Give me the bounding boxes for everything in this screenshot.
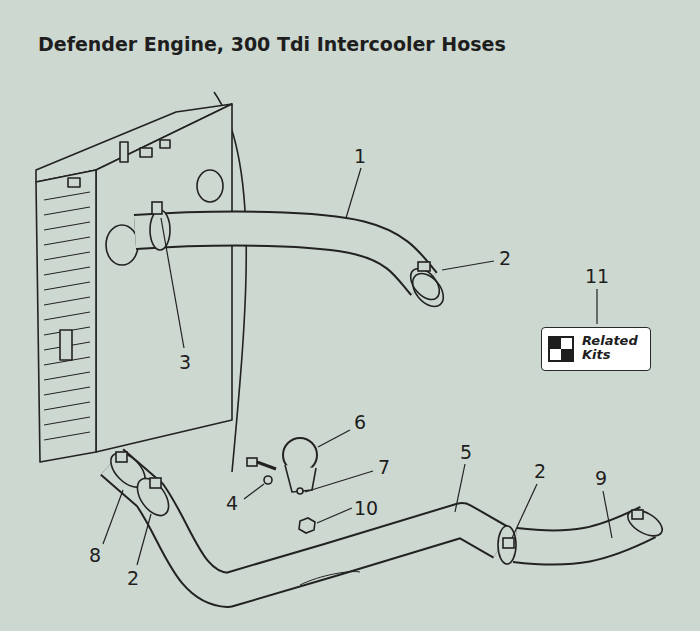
clamps xyxy=(105,202,667,564)
clamps-part xyxy=(407,268,450,313)
hoses-part xyxy=(135,229,424,284)
hoses-part xyxy=(112,462,502,590)
clamps-part xyxy=(150,210,170,250)
intercooler-part xyxy=(160,140,170,148)
intercooler-part xyxy=(120,142,128,162)
callout-number: 11 xyxy=(583,266,611,287)
callout-number: 3 xyxy=(177,352,193,373)
leader-lines-part xyxy=(455,464,465,512)
intercooler-part xyxy=(96,104,232,452)
clamps-part xyxy=(632,510,643,519)
clamps-part xyxy=(297,488,303,494)
leader-lines-part xyxy=(346,168,361,218)
hoses-part xyxy=(515,522,648,548)
callout-number: 2 xyxy=(497,248,513,269)
callout-number: 7 xyxy=(376,457,392,478)
clamps-part xyxy=(152,202,162,214)
clamps-part xyxy=(299,518,315,533)
clamps-part xyxy=(624,505,667,541)
clamps-part xyxy=(150,478,161,488)
clamps-part xyxy=(247,458,257,466)
callout-number: 4 xyxy=(224,493,240,514)
intercooler xyxy=(36,92,246,472)
hoses-part xyxy=(112,462,502,590)
kit-icon-square xyxy=(550,349,561,360)
hoses-part xyxy=(515,522,648,548)
leader-lines-part xyxy=(137,514,151,565)
clamps-part xyxy=(503,538,514,548)
kit-button: Related Kits xyxy=(541,327,651,371)
callout-number: 5 xyxy=(458,442,474,463)
intercooler-part xyxy=(106,225,138,265)
callout-number: 1 xyxy=(352,146,368,167)
callout-number: 10 xyxy=(352,498,380,519)
callout-number: 2 xyxy=(125,568,141,589)
intercooler-part xyxy=(36,170,96,462)
intercooler-part xyxy=(68,178,80,187)
clamps-part xyxy=(264,476,272,484)
callout-number: 9 xyxy=(593,468,609,489)
clamps-part xyxy=(131,473,175,521)
leader-lines-part xyxy=(318,430,350,447)
clamps-part xyxy=(498,526,516,564)
hoses-part xyxy=(300,572,360,585)
intercooler-part xyxy=(140,148,152,157)
clamps-part xyxy=(418,262,430,271)
kit-icon-square xyxy=(548,336,574,362)
leader-lines-part xyxy=(317,508,352,523)
hoses-part xyxy=(135,229,424,284)
kit-label: Related Kits xyxy=(582,334,640,363)
leader-lines-part xyxy=(103,490,123,544)
leader-lines-part xyxy=(244,484,264,499)
leader-lines-part xyxy=(512,484,537,538)
intercooler-part xyxy=(60,330,72,360)
leader-lines-part xyxy=(305,471,373,492)
callout-number: 2 xyxy=(532,461,548,482)
hoses xyxy=(112,229,648,590)
leader-lines-part xyxy=(161,218,184,348)
callout-number: 6 xyxy=(352,412,368,433)
kit-icon xyxy=(548,336,574,362)
kit-icon-square xyxy=(561,338,572,349)
leader-lines-part xyxy=(603,491,612,538)
intercooler-part xyxy=(197,170,223,202)
diagram-title: Defender Engine, 300 Tdi Intercooler Hos… xyxy=(38,33,506,55)
intercooler-part xyxy=(44,192,90,440)
callout-number: 8 xyxy=(87,545,103,566)
clamps-part xyxy=(257,462,276,469)
leader-lines-part xyxy=(596,289,597,324)
leader-lines xyxy=(103,168,612,565)
clamps-part xyxy=(116,452,127,462)
leader-lines-part xyxy=(442,261,494,270)
